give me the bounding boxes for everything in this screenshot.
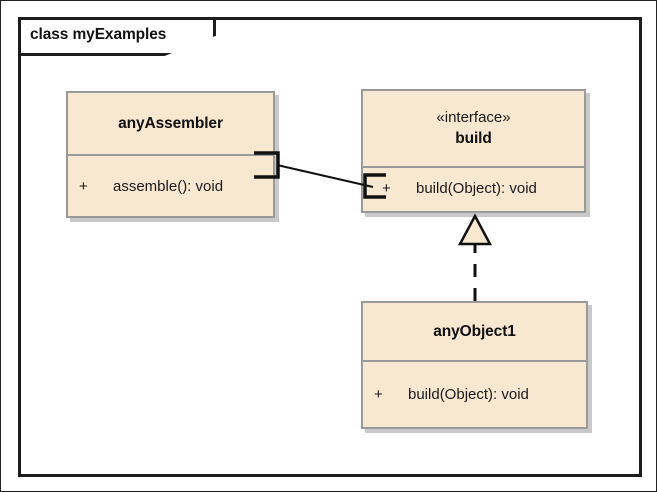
class-box-build[interactable]: «interface» build + build(Object): void xyxy=(361,89,586,213)
class-box-anyobject1[interactable]: anyObject1 + build(Object): void xyxy=(361,301,588,429)
uml-frame-label: class myExamples xyxy=(30,26,167,43)
class-header-anyobject1: anyObject1 xyxy=(363,303,586,362)
class-header-build: «interface» build xyxy=(363,91,584,168)
operation-signature: assemble(): void xyxy=(113,178,224,195)
class-header-anyassembler: anyAssembler xyxy=(68,93,273,156)
class-box-anyassembler[interactable]: anyAssembler + assemble(): void xyxy=(66,91,275,218)
class-stereotype-build: «interface» xyxy=(436,109,511,126)
uml-frame xyxy=(18,17,642,477)
operation-row[interactable]: + build(Object): void xyxy=(372,180,537,197)
visibility-marker: + xyxy=(382,180,391,197)
visibility-marker: + xyxy=(79,178,88,195)
operation-row[interactable]: + assemble(): void xyxy=(79,178,223,195)
operation-signature: build(Object): void xyxy=(408,386,529,403)
operation-row[interactable]: + build(Object): void xyxy=(374,386,529,403)
operation-signature: build(Object): void xyxy=(416,180,537,197)
class-name-anyassembler: anyAssembler xyxy=(118,115,223,132)
visibility-marker: + xyxy=(374,386,383,403)
class-name-build: build xyxy=(455,130,492,147)
class-name-anyobject1: anyObject1 xyxy=(433,323,516,340)
